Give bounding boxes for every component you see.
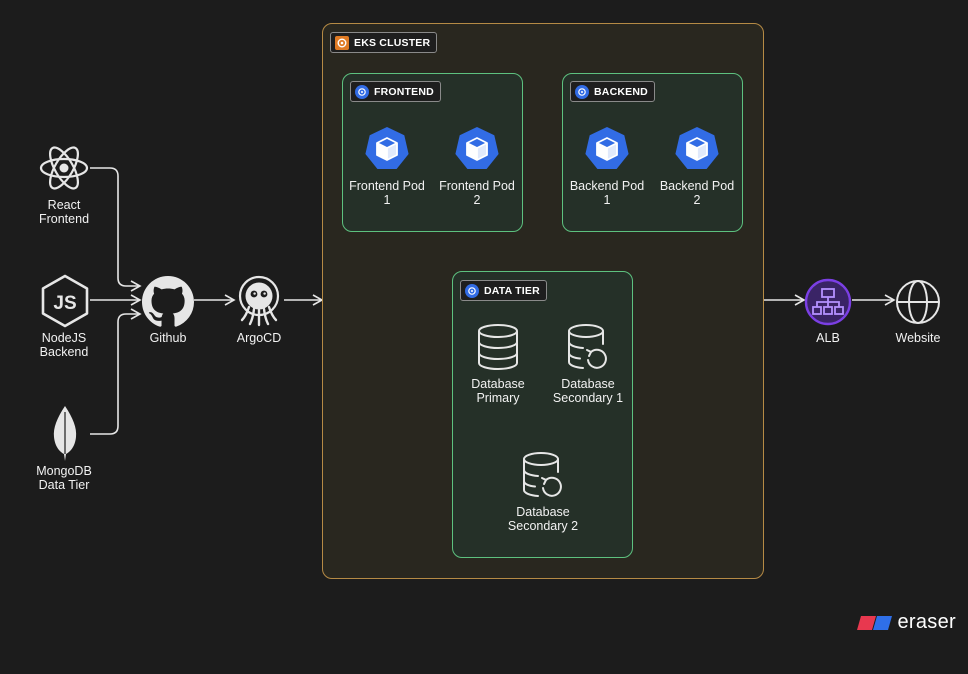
nodejs-logo-icon: JS bbox=[41, 274, 89, 328]
frontend-pod1-label: Frontend Pod 1 bbox=[349, 179, 425, 207]
github-label: Github bbox=[149, 331, 187, 345]
globe-icon bbox=[896, 280, 940, 324]
kubernetes-icon bbox=[465, 283, 479, 298]
datatier-title: DATA TIER bbox=[484, 284, 540, 297]
edge-mongo-github bbox=[90, 308, 142, 435]
frontend-tag: FRONTEND bbox=[350, 81, 441, 102]
argocd-octopus-icon bbox=[238, 275, 280, 327]
database-secondary1-label: Database Secondary 1 bbox=[552, 377, 624, 405]
eraser-branding: eraser bbox=[856, 611, 957, 634]
react-frontend-label: React Frontend bbox=[38, 198, 90, 226]
alb-label: ALB bbox=[816, 331, 840, 345]
load-balancer-icon bbox=[804, 278, 852, 326]
backend-tag: BACKEND bbox=[570, 81, 655, 102]
backend-pod2-icon bbox=[675, 127, 719, 169]
nodejs-backend-label: NodeJS Backend bbox=[39, 331, 89, 359]
database-secondary2-label: Database Secondary 2 bbox=[507, 505, 579, 533]
kubernetes-icon bbox=[355, 84, 369, 99]
eks-icon bbox=[335, 35, 349, 50]
database-primary-label: Database Primary bbox=[471, 377, 525, 405]
eks-cluster-tag: EKS CLUSTER bbox=[330, 32, 438, 53]
github-octocat-icon bbox=[142, 276, 194, 327]
svg-text:JS: JS bbox=[53, 293, 76, 314]
datatier-group bbox=[452, 271, 633, 558]
eraser-logo-icon bbox=[856, 615, 892, 630]
backend-pod1-label: Backend Pod 1 bbox=[569, 179, 645, 207]
database-primary-icon bbox=[478, 324, 518, 371]
backend-pod1-icon bbox=[585, 127, 629, 169]
frontend-pod2-label: Frontend Pod 2 bbox=[439, 179, 515, 207]
backend-pod2-label: Backend Pod 2 bbox=[659, 179, 735, 207]
frontend-title: FRONTEND bbox=[374, 85, 434, 98]
datatier-tag: DATA TIER bbox=[460, 280, 547, 301]
kubernetes-icon bbox=[575, 84, 589, 99]
database-secondary1-icon bbox=[568, 324, 607, 369]
eraser-brand-text: eraser bbox=[897, 611, 956, 633]
edge-react-github bbox=[90, 167, 142, 292]
react-logo-icon bbox=[39, 146, 89, 190]
backend-title: BACKEND bbox=[594, 85, 648, 98]
mongodb-leaf-icon bbox=[53, 406, 77, 461]
database-secondary2-icon bbox=[523, 452, 562, 497]
frontend-pod1-icon bbox=[365, 127, 409, 169]
eks-cluster-title: EKS CLUSTER bbox=[354, 36, 431, 49]
website-label: Website bbox=[895, 331, 941, 345]
mongodb-datatier-label: MongoDB Data Tier bbox=[36, 464, 92, 492]
argocd-label: ArgoCD bbox=[236, 331, 282, 345]
frontend-pod2-icon bbox=[455, 127, 499, 169]
